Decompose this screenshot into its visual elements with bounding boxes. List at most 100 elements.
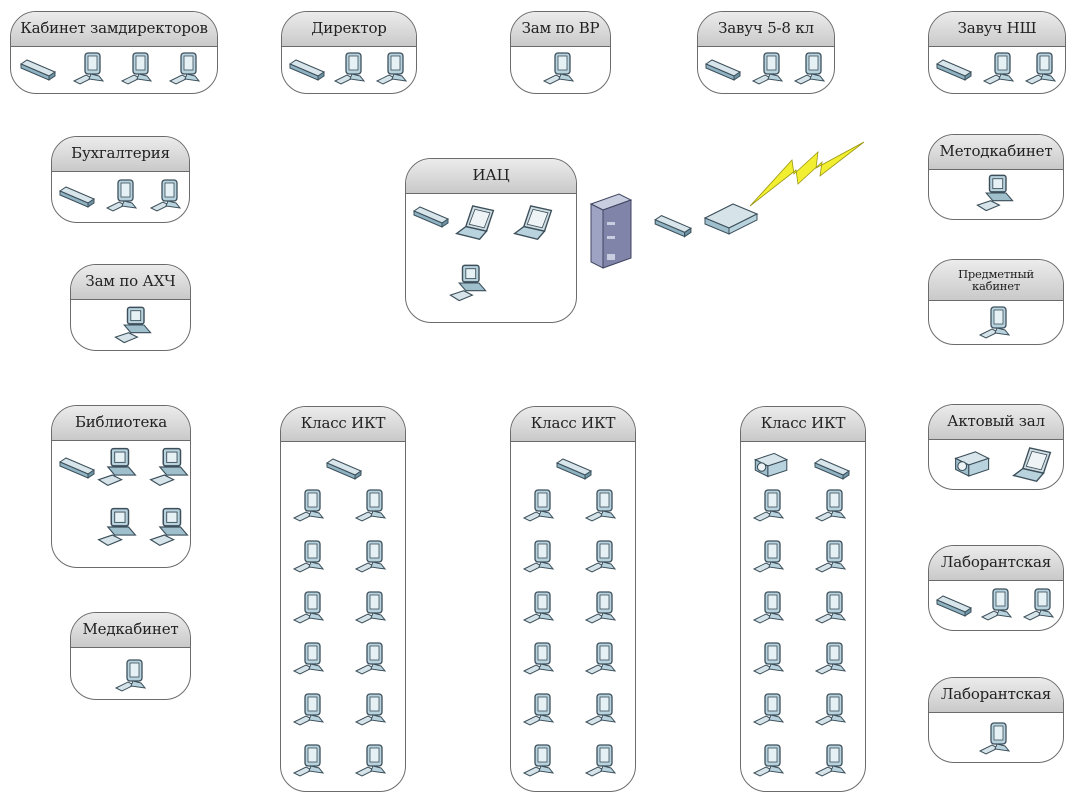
lightning-icon — [749, 141, 865, 207]
room-title: Кабинет замдиректоров — [11, 12, 217, 47]
projector-icon — [949, 443, 993, 487]
monitor-icon — [351, 638, 391, 678]
monitor-icon — [749, 638, 789, 678]
monitor-icon — [975, 302, 1015, 342]
monitor-icon — [102, 175, 142, 215]
router-icon — [703, 203, 759, 235]
room-title: Класс ИКТ — [281, 407, 405, 442]
switch-icon — [933, 48, 973, 88]
room-iac: ИАЦ — [405, 158, 577, 323]
monitor-icon — [977, 584, 1017, 624]
room-title: Предметный кабинет — [929, 260, 1063, 301]
monitor-icon — [289, 536, 329, 576]
monitor-icon — [811, 536, 851, 576]
monitor-icon — [519, 587, 559, 627]
monitor-icon — [539, 48, 579, 88]
room-title: Лаборантская — [929, 546, 1063, 581]
desktop-pc-icon — [446, 261, 490, 305]
monitor-icon — [1021, 48, 1061, 88]
switch-icon — [56, 446, 96, 486]
room-title: Методкабинет — [929, 135, 1063, 170]
room-title: Класс ИКТ — [511, 407, 635, 442]
desktop-pc-icon — [94, 504, 140, 550]
room-zavuch-nsh: Завуч НШ — [928, 11, 1066, 94]
laptop-icon — [510, 199, 556, 245]
room-title: Медкабинет — [71, 613, 190, 648]
monitor-icon — [811, 689, 851, 729]
monitor-icon — [811, 485, 851, 525]
switch-icon — [702, 48, 742, 88]
projector-icon — [749, 445, 791, 487]
room-predmetny-kabinet: Предметный кабинет — [928, 259, 1064, 345]
switch-icon — [651, 203, 693, 245]
room-zavuch-5-8: Завуч 5-8 кл — [697, 11, 835, 94]
monitor-icon — [581, 740, 621, 780]
monitor-icon — [979, 48, 1019, 88]
monitor-icon — [351, 689, 391, 729]
room-buhgalteriya: Бухгалтерия — [51, 136, 190, 223]
monitor-icon — [519, 536, 559, 576]
room-title: Библиотека — [52, 406, 190, 441]
desktop-pc-icon — [94, 444, 140, 490]
monitor-icon — [581, 587, 621, 627]
monitor-icon — [748, 48, 788, 88]
laptop-icon — [1009, 441, 1055, 487]
room-title: Завуч НШ — [929, 12, 1065, 47]
monitor-icon — [289, 587, 329, 627]
room-laborantskaya-2: Лаборантская — [928, 677, 1064, 763]
monitor-icon — [351, 536, 391, 576]
room-metodkabinet: Методкабинет — [928, 134, 1064, 220]
monitor-icon — [811, 638, 851, 678]
room-zam-vr: Зам по ВР — [510, 11, 611, 94]
monitor-icon — [790, 48, 830, 88]
room-title: Бухгалтерия — [52, 137, 189, 172]
monitor-icon — [165, 48, 205, 88]
room-title: Зам по АХЧ — [71, 265, 190, 300]
room-title: ИАЦ — [406, 159, 576, 194]
switch-icon — [56, 175, 96, 215]
monitor-icon — [811, 740, 851, 780]
desktop-pc-icon — [973, 171, 1017, 215]
monitor-icon — [519, 485, 559, 525]
monitor-icon — [146, 175, 186, 215]
switch-icon — [17, 48, 57, 88]
room-direktor: Директор — [281, 11, 417, 94]
monitor-icon — [519, 740, 559, 780]
monitor-icon — [519, 638, 559, 678]
monitor-icon — [1019, 584, 1059, 624]
room-title: Актовый зал — [929, 405, 1063, 440]
monitor-icon — [749, 485, 789, 525]
monitor-icon — [289, 689, 329, 729]
switch-icon — [410, 195, 450, 235]
room-title: Зам по ВР — [511, 12, 610, 47]
room-kabinet-zamdirektorov: Кабинет замдиректоров — [10, 11, 218, 94]
room-title: Лаборантская — [929, 678, 1063, 713]
server-icon — [589, 193, 633, 269]
monitor-icon — [581, 689, 621, 729]
room-biblioteka: Библиотека — [51, 405, 191, 568]
switch-icon — [286, 48, 326, 88]
monitor-icon — [749, 536, 789, 576]
room-title: Класс ИКТ — [741, 407, 865, 442]
monitor-icon — [69, 48, 109, 88]
monitor-icon — [749, 587, 789, 627]
desktop-pc-icon — [146, 504, 191, 550]
monitor-icon — [581, 485, 621, 525]
monitor-icon — [581, 638, 621, 678]
switch-icon — [323, 447, 363, 487]
room-aktovy-zal: Актовый зал — [928, 404, 1064, 490]
monitor-icon — [289, 638, 329, 678]
room-klass-ikt-3: Класс ИКТ — [740, 406, 866, 792]
monitor-icon — [289, 740, 329, 780]
monitor-icon — [372, 48, 412, 88]
switch-icon — [553, 447, 593, 487]
monitor-icon — [811, 587, 851, 627]
room-laborantskaya-1: Лаборантская — [928, 545, 1064, 631]
monitor-icon — [289, 485, 329, 525]
monitor-icon — [519, 689, 559, 729]
desktop-pc-icon — [146, 444, 191, 490]
monitor-icon — [351, 740, 391, 780]
monitor-icon — [351, 587, 391, 627]
laptop-icon — [452, 199, 498, 245]
room-title: Директор — [282, 12, 416, 47]
